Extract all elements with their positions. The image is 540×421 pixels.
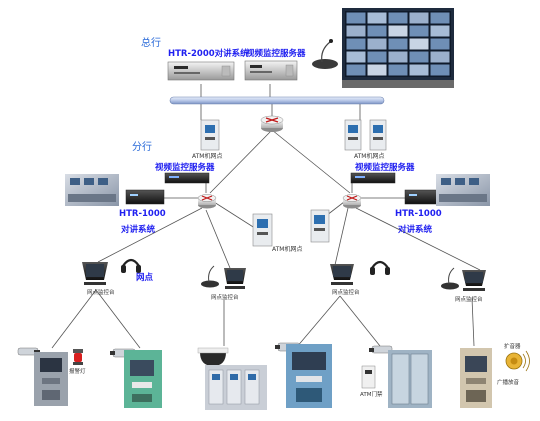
backbone-bus [169, 96, 385, 105]
broadcast-label: 广播放音 [497, 380, 520, 386]
branch-intercom-label: 对讲系统 [121, 225, 156, 235]
router-icon [197, 194, 217, 209]
branch-intercom-server [125, 189, 165, 205]
card-reader-icon [361, 365, 376, 389]
atm-kiosk [200, 119, 220, 151]
atm-kiosk [310, 209, 330, 243]
atm-kiosk [369, 119, 387, 151]
connection-lines [51, 84, 481, 349]
glass-door-photo [388, 350, 432, 408]
console-label: 网点监控台 [455, 297, 483, 303]
hq-video-server-label: 视频监控服务器 [246, 49, 306, 59]
branch-video-server [350, 172, 396, 184]
console-monitor [224, 268, 246, 289]
microphone-icon [201, 265, 219, 288]
video-wall [342, 8, 454, 88]
hq-label: 总行 [141, 38, 161, 49]
atm-outlet-label: ATM机网点 [354, 153, 385, 160]
alarm-light-label: 报警灯 [69, 369, 86, 375]
console-label: 网点监控台 [332, 290, 360, 296]
console-monitor [462, 270, 486, 291]
microphone-icon [312, 39, 338, 69]
dome-camera-icon [197, 347, 229, 366]
atm-machine-photo [286, 344, 332, 408]
hq-intercom-label: HTR-2000对讲系统 [168, 49, 249, 59]
branch-intercom-label: 对讲系统 [398, 225, 433, 235]
alarm-light-icon [73, 349, 83, 365]
hq-intercom-server [167, 61, 235, 81]
branch-video-server-label: 视频监控服务器 [155, 163, 215, 173]
speaker-icon [505, 350, 530, 372]
microphone-icon [441, 267, 459, 290]
branch-video-server [164, 172, 210, 184]
monitoring-room-photo [436, 174, 490, 206]
atm-machine-photo [124, 350, 162, 408]
atm-machine-photo [34, 352, 68, 406]
router-icon [342, 194, 362, 209]
router-icon [260, 115, 284, 132]
branch-intercom-model: HTR-1000 [119, 209, 166, 219]
console-monitor [82, 262, 108, 285]
atm-kiosk [344, 119, 362, 151]
console-monitor [330, 264, 354, 285]
atm-booth-photo [460, 348, 492, 408]
branch-video-server-label: 视频监控服务器 [355, 163, 415, 173]
headset-icon [370, 260, 390, 275]
atm-kiosk [252, 213, 273, 247]
amplifier-label: 扩音器 [504, 344, 521, 350]
atm-outlet-label: ATM机网点 [192, 153, 223, 160]
hq-video-server [244, 60, 298, 81]
atm-lobby-photo [205, 365, 267, 410]
monitoring-room-photo [65, 174, 119, 206]
console-label: 网点监控台 [87, 290, 115, 296]
outlet-label: 网点 [136, 273, 154, 283]
atm-door-label: ATM门禁 [360, 392, 383, 398]
camera-icon [369, 345, 393, 354]
console-label: 网点监控台 [211, 295, 239, 301]
branch-label: 分行 [132, 142, 152, 153]
headset-icon [121, 258, 141, 273]
branch-intercom-model: HTR-1000 [395, 209, 442, 219]
atm-outlet-label: ATM机网点 [272, 246, 303, 253]
